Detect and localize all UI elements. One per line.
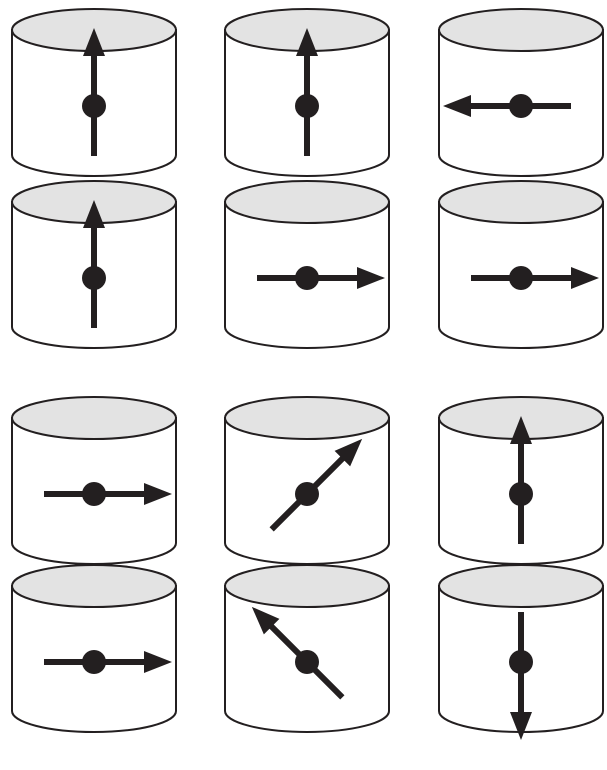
lower-cylinder (224, 180, 390, 349)
upper-cylinder (11, 8, 177, 177)
lower-cylinder (438, 564, 604, 740)
pivot-dot (509, 650, 533, 674)
arrowhead-icon (510, 416, 532, 444)
upper-cylinder (224, 8, 390, 177)
cylinder-top (224, 180, 390, 224)
upper-cylinder (438, 8, 604, 177)
cylinder-stack (224, 8, 390, 349)
cylinder-stack (11, 396, 177, 733)
spin-arrow-right (257, 266, 385, 290)
pivot-dot (509, 266, 533, 290)
spin-arrow-up (509, 416, 533, 544)
arrowhead-icon (334, 438, 363, 467)
pivot-dot (295, 94, 319, 118)
spin-arrow-up (82, 28, 106, 156)
lower-cylinder (438, 180, 604, 349)
spin-arrow-up (82, 200, 106, 328)
arrowhead-icon (144, 651, 172, 673)
lower-cylinder (11, 180, 177, 349)
cylinder-top (11, 564, 177, 608)
lower-cylinder (224, 564, 390, 733)
spin-arrow-right (471, 266, 599, 290)
cylinder-stack (11, 8, 177, 349)
spin-arrow-up-right (269, 438, 363, 532)
upper-cylinder (11, 396, 177, 565)
bottom-group (11, 396, 604, 740)
cylinder-top (11, 396, 177, 440)
arrowhead-icon (83, 200, 105, 228)
cylinder-stack (438, 8, 604, 349)
upper-cylinder (438, 396, 604, 565)
cylinder-top (438, 8, 604, 52)
pivot-dot (82, 650, 106, 674)
cylinder-top (438, 564, 604, 608)
cylinder-stack (438, 396, 604, 740)
cylinder-stack (224, 396, 390, 733)
arrowhead-icon (357, 267, 385, 289)
lower-cylinder (11, 564, 177, 733)
arrowhead-icon (571, 267, 599, 289)
cylinder-top (438, 180, 604, 224)
cylinder-top (224, 396, 390, 440)
pivot-dot (509, 94, 533, 118)
arrowhead-icon (296, 28, 318, 56)
arrowhead-icon (510, 712, 532, 740)
pivot-dot (82, 266, 106, 290)
pivot-dot (295, 266, 319, 290)
spin-arrow-left (443, 94, 571, 118)
arrowhead-icon (443, 95, 471, 117)
spin-arrow-right (44, 650, 172, 674)
pivot-dot (295, 482, 319, 506)
arrowhead-icon (251, 606, 280, 635)
spin-arrow-up-left (251, 606, 345, 700)
pivot-dot (82, 94, 106, 118)
pivot-dot (295, 650, 319, 674)
arrowhead-icon (144, 483, 172, 505)
cylinder-top (224, 564, 390, 608)
spin-arrow-up (295, 28, 319, 156)
top-group (11, 8, 604, 349)
pivot-dot (82, 482, 106, 506)
pivot-dot (509, 482, 533, 506)
arrowhead-icon (83, 28, 105, 56)
spin-arrow-down (509, 612, 533, 740)
upper-cylinder (224, 396, 390, 565)
spin-arrow-right (44, 482, 172, 506)
